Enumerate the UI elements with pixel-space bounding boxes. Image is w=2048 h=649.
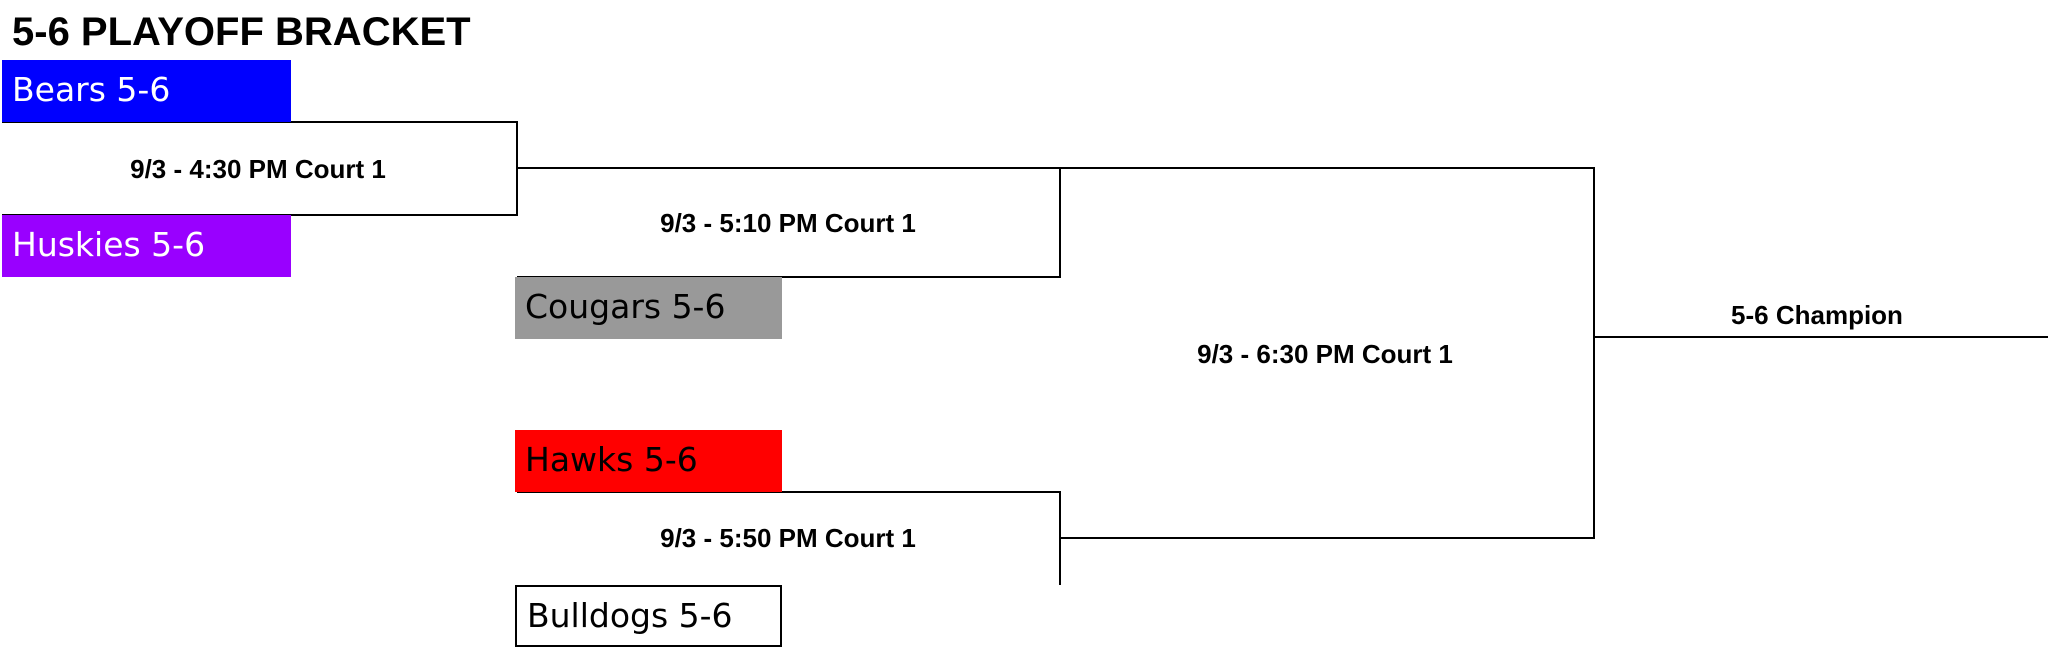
team-bulldogs: Bulldogs 5-6 bbox=[515, 585, 782, 647]
team-bears: Bears 5-6 bbox=[2, 60, 291, 122]
team-huskies: Huskies 5-6 bbox=[2, 215, 291, 277]
game-round1-label: 9/3 - 4:30 PM Court 1 bbox=[130, 154, 386, 184]
game-final-label: 9/3 - 6:30 PM Court 1 bbox=[1197, 339, 1453, 369]
game-semifinal-bottom-label: 9/3 - 5:50 PM Court 1 bbox=[660, 523, 916, 553]
semifinal-bottom-connector bbox=[517, 491, 1061, 585]
page-title: 5-6 PLAYOFF BRACKET bbox=[12, 10, 471, 54]
game-semifinal-top-label: 9/3 - 5:10 PM Court 1 bbox=[660, 208, 916, 238]
team-hawks: Hawks 5-6 bbox=[515, 430, 782, 492]
champion-label: 5-6 Champion bbox=[1731, 300, 1903, 330]
final-connector bbox=[1060, 167, 1595, 539]
team-cougars: Cougars 5-6 bbox=[515, 277, 782, 339]
semifinal-top-connector bbox=[517, 167, 1061, 278]
